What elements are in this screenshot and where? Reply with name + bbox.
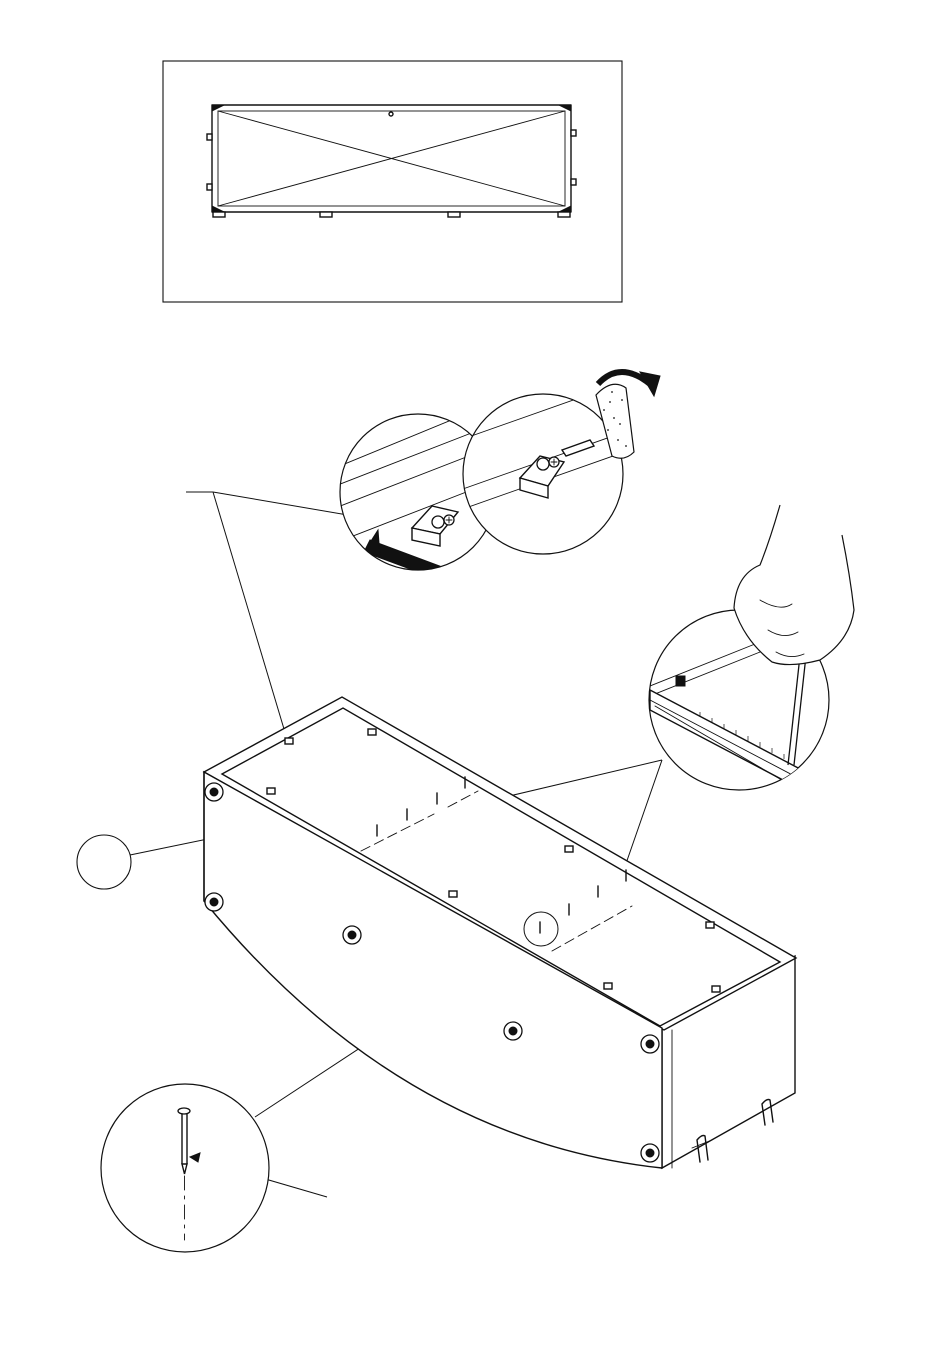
hand-icon bbox=[734, 505, 854, 665]
cam-fitting-screw-tighten-detail-icon bbox=[460, 372, 660, 554]
nail-detail-icon bbox=[101, 1084, 269, 1252]
measure-and-mark-detail-icon bbox=[640, 505, 854, 814]
part-reference-callout-icon bbox=[77, 835, 131, 889]
nail-head-icon bbox=[178, 1108, 190, 1114]
top-view-panel bbox=[163, 61, 622, 302]
cabinet-back-top-view-icon bbox=[207, 105, 576, 217]
top-view-frame bbox=[163, 61, 622, 302]
